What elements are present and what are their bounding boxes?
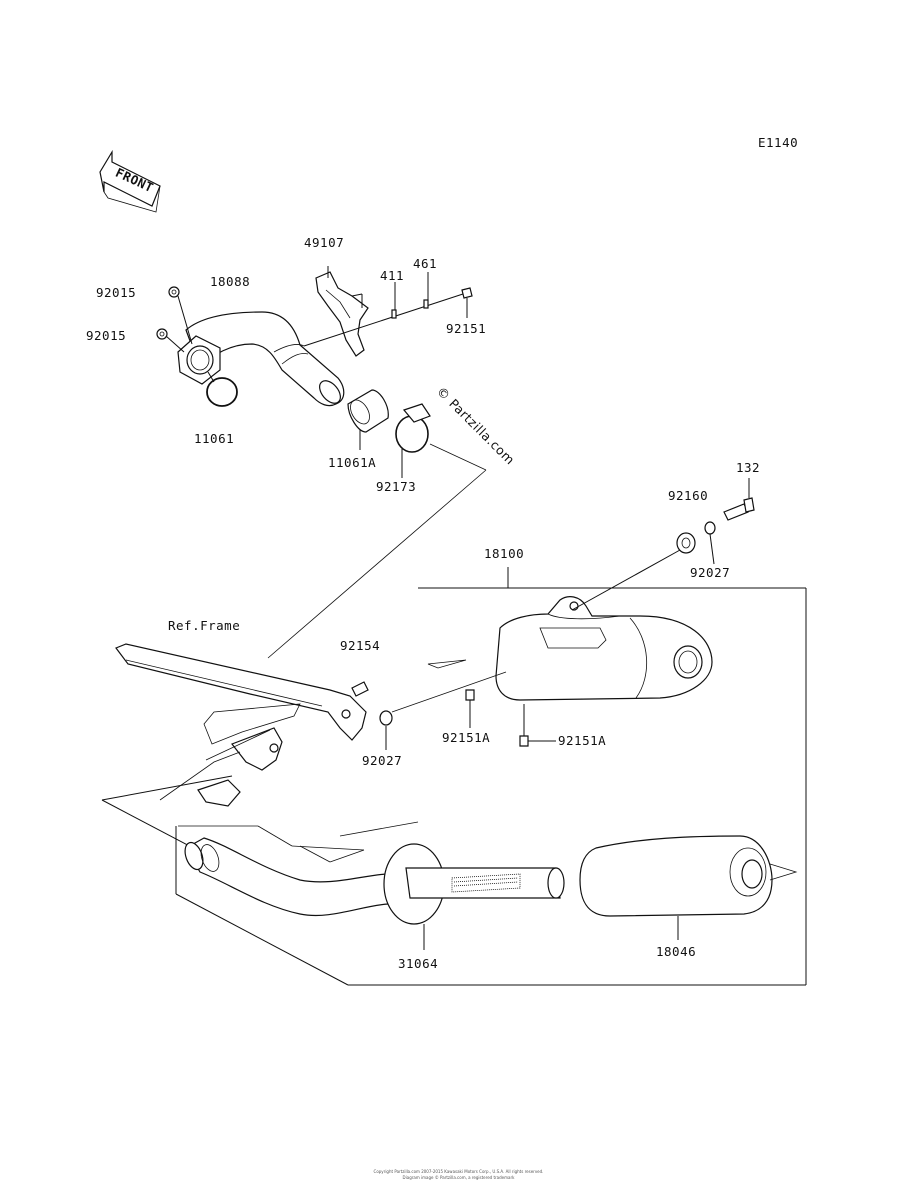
footer-copyright: Copyright Partzilla.com 2007-2015 Kawasa… [373,1169,544,1174]
washer-92027-upper [704,521,716,535]
label-18046: 18046 [656,944,696,959]
label-ref-frame: Ref.Frame [168,618,240,633]
insert-31064 [383,843,565,925]
watermark: © Partzilla.com [434,384,518,468]
front-arrow-icon: FRONT [99,149,161,213]
outer-shell-18046 [579,835,798,917]
label-92151A-right: 92151A [558,733,606,748]
bolt-92154 [351,681,369,697]
label-92027-lower: 92027 [362,753,402,768]
label-92151A-left: 92151A [442,730,490,745]
label-92173: 92173 [376,479,416,494]
label-11061: 11061 [194,431,234,446]
label-31064: 31064 [398,956,438,971]
gasket-11061 [206,377,238,407]
label-92015-upper: 92015 [96,285,136,300]
label-18088: 18088 [210,274,250,289]
bolt-92151A-right [519,735,529,747]
reference-frame [115,643,367,807]
footer-notice: Diagram image © Partzilla.com, a registe… [402,1175,515,1180]
label-411: 411 [380,268,404,283]
label-92027-upper: 92027 [690,565,730,580]
label-92154: 92154 [340,638,380,653]
exhaust-header-pipe [177,311,345,407]
washer-92027-lower [379,710,393,726]
label-92151: 92151 [446,321,486,336]
bolt-92151A-left [465,689,475,701]
label-132: 132 [736,460,760,475]
bolt-132 [723,497,755,521]
damper-92160 [676,532,696,554]
clamp-92173 [395,403,431,453]
label-11061A: 11061A [328,455,376,470]
label-49107: 49107 [304,235,344,250]
label-92160: 92160 [668,488,708,503]
nut-92015-upper [168,286,180,298]
nut-92015-lower [156,328,168,340]
heat-guard-49107 [315,271,369,357]
label-18100: 18100 [484,546,524,561]
label-92015-lower: 92015 [86,328,126,343]
sleeve-11061A [347,389,389,433]
diagram-code: E1140 [758,135,798,150]
label-461: 461 [413,256,437,271]
